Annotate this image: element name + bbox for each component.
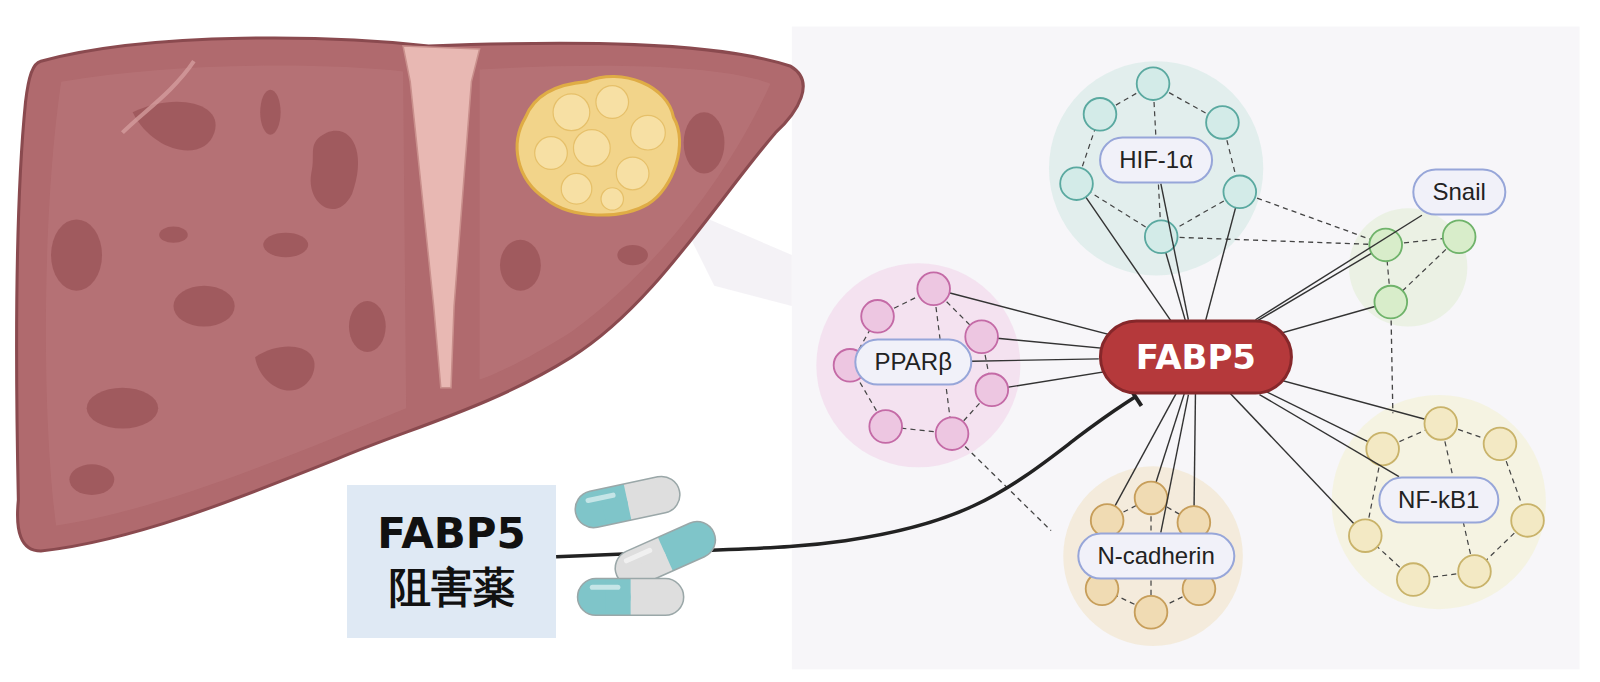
member-circle bbox=[1223, 176, 1256, 209]
member-circle bbox=[1484, 428, 1517, 461]
right-lobe-shade bbox=[480, 66, 771, 380]
node-text: Snail bbox=[1432, 177, 1485, 206]
cluster-background bbox=[1049, 61, 1263, 275]
network-illustration bbox=[816, 61, 1546, 646]
member-circle bbox=[1511, 504, 1544, 537]
liver-highlight bbox=[122, 61, 193, 132]
capsule bbox=[572, 473, 683, 531]
tumor bbox=[517, 76, 679, 215]
capsule bbox=[578, 579, 684, 616]
member-circle bbox=[936, 417, 969, 450]
hub-link bbox=[1259, 395, 1399, 477]
member-circle bbox=[869, 410, 902, 443]
member-circle bbox=[1135, 596, 1168, 629]
dashed-link bbox=[1161, 237, 1385, 245]
node-text: FABP5 bbox=[1136, 337, 1256, 378]
member-circles bbox=[1349, 407, 1544, 596]
member-circle bbox=[1374, 286, 1407, 319]
gene-label: PPARβ bbox=[855, 339, 972, 386]
member-circle bbox=[861, 300, 894, 333]
pills bbox=[572, 473, 721, 615]
member-circles bbox=[1060, 67, 1256, 253]
member-circle bbox=[1084, 98, 1117, 131]
left-lobe-shade bbox=[46, 66, 406, 526]
gene-label: Snail bbox=[1412, 168, 1505, 215]
cluster-background bbox=[816, 263, 1020, 467]
member-circle bbox=[1060, 167, 1093, 200]
member-circles bbox=[1086, 482, 1216, 629]
illustration-group bbox=[17, 27, 1580, 670]
cluster-background bbox=[1332, 395, 1546, 609]
dashed-link bbox=[952, 434, 1051, 531]
member-circles bbox=[1369, 220, 1475, 318]
liver-outline bbox=[17, 38, 804, 551]
cluster-background bbox=[1063, 466, 1243, 646]
member-circle bbox=[1206, 106, 1239, 139]
member-circle bbox=[917, 272, 950, 305]
cluster-dashes bbox=[850, 289, 992, 434]
member-circle bbox=[1397, 563, 1430, 596]
member-circle bbox=[1443, 220, 1476, 253]
gene-label: N-cadherin bbox=[1077, 533, 1234, 580]
dashed-link bbox=[1240, 192, 1386, 245]
node-text: N-cadherin bbox=[1097, 542, 1214, 571]
member-circle bbox=[1349, 519, 1382, 552]
gene-label: HIF-1α bbox=[1099, 137, 1213, 184]
node-text: PPARβ bbox=[875, 348, 952, 377]
member-circle bbox=[1137, 67, 1170, 100]
falciform-ligament bbox=[403, 46, 480, 388]
node-text: FABP5 阻害薬 bbox=[364, 507, 539, 616]
hub-link bbox=[1161, 395, 1189, 533]
hub-link bbox=[1161, 184, 1189, 320]
cluster-dashes bbox=[1365, 423, 1527, 579]
drug-label-box: FABP5 阻害薬 bbox=[347, 485, 556, 638]
network-panel bbox=[792, 27, 1580, 670]
member-circle bbox=[1458, 555, 1491, 588]
gene-label: NF-kB1 bbox=[1378, 477, 1499, 524]
inhibition-arrow bbox=[556, 397, 1135, 557]
member-circle bbox=[976, 373, 1009, 406]
node-text: HIF-1α bbox=[1119, 146, 1193, 175]
cluster-dashes bbox=[1077, 84, 1240, 237]
member-circle bbox=[1135, 482, 1168, 515]
hub-link bbox=[1255, 215, 1421, 320]
member-circle bbox=[965, 320, 998, 353]
member-circle bbox=[1424, 407, 1457, 440]
hub-link bbox=[972, 359, 1099, 361]
hub-node: FABP5 bbox=[1099, 320, 1293, 395]
node-text: NF-kB1 bbox=[1398, 486, 1479, 515]
member-circle bbox=[1145, 220, 1178, 253]
